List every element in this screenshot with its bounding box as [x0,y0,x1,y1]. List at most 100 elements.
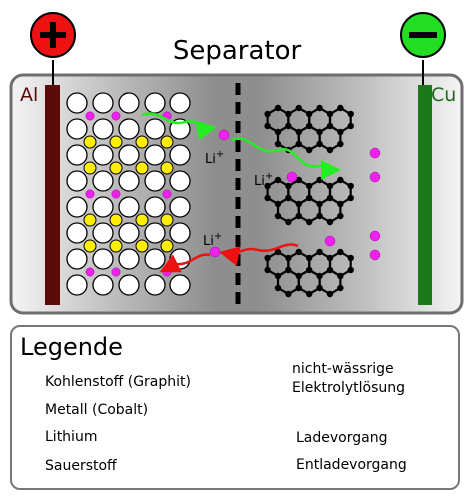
oxygen-atom [66,222,88,244]
lithium-atom [111,267,121,277]
carbon-atom [285,122,292,130]
legend-box [10,325,460,490]
carbon-atom [264,110,271,118]
li-ion-label: Li+ [254,171,274,189]
oxygen-atom [92,144,114,166]
oxygen-atom [118,144,140,166]
carbon-atom [347,182,354,190]
carbon-atom [347,110,354,118]
oxygen-atom [169,248,191,270]
carbon-atom [274,176,282,184]
carbon-atom [337,104,344,112]
cobalt-atom [135,135,149,149]
carbon-atom [316,200,323,208]
carbon-atom [264,194,271,202]
carbon-atom [326,254,334,262]
oxygen-atom [66,92,88,114]
legend-item-carbon: Kohlenstoff (Graphit) [45,374,191,390]
oxygen-atom [169,222,191,244]
carbon-atom [295,284,302,292]
carbon-atom [274,248,282,256]
oxygen-atom [92,196,114,218]
oxygen-atom [118,222,140,244]
carbon-atom [305,254,313,262]
carbon-atom [337,176,344,184]
carbon-atom [337,128,344,136]
carbon-atom [264,266,271,274]
cobalt-atom [109,213,123,227]
oxygen-atom [118,274,140,296]
oxygen-atom [169,92,191,114]
cobalt-atom [160,135,174,149]
cobalt-atom [83,239,97,253]
carbon-atom [305,218,313,226]
cobalt-atom [135,161,149,175]
carbon-atom [316,140,323,148]
carbon-atom [274,200,282,208]
cobalt-atom [160,161,174,175]
cobalt-atom [109,161,123,175]
carbon-atom [264,254,271,262]
carbon-atom [295,128,302,136]
oxygen-atom [144,118,166,140]
oxygen-atom [118,170,140,192]
oxygen-atom [169,274,191,296]
carbon-atom [326,146,334,154]
carbon-atom [295,140,302,148]
li-ion-label: Li+ [205,149,225,167]
carbon-atom [316,284,323,292]
copper-label: Cu [431,84,457,106]
copper-collector [418,85,432,305]
cobalt-atom [160,239,174,253]
oxygen-atom [144,144,166,166]
separator-title: Separator [172,36,302,66]
carbon-atom [316,272,323,280]
oxygen-atom [92,248,114,270]
lithium-atom [85,189,95,199]
carbon-atom [316,212,323,220]
carbon-atom [347,266,354,274]
oxygen-atom [66,118,88,140]
carbon-atom [305,290,313,298]
carbon-atom [305,194,313,202]
carbon-atom [337,212,344,220]
lithium-atom [111,111,121,121]
oxygen-atom [118,118,140,140]
legend-electrolyte-line1: nicht-wässrige [292,361,394,377]
oxygen-atom [144,274,166,296]
carbon-atom [337,140,344,148]
carbon-atom [347,122,354,130]
carbon-atom [305,110,313,118]
cobalt-atom [109,239,123,253]
carbon-atom [295,212,302,220]
carbon-atom [285,266,292,274]
charge-arrow-1 [141,112,217,141]
legend-item-lithium: Lithium [45,429,98,445]
lithium-ions [209,129,381,261]
carbon-atom [274,140,282,148]
oxygen-atom [118,248,140,270]
lithium-atom [111,189,121,199]
carbon-atom [316,176,323,184]
carbon-atom [305,146,313,154]
oxygen-atom [92,274,114,296]
cobalt-atom [83,161,97,175]
carbon-atom [337,284,344,292]
oxygen-atom [144,92,166,114]
cobalt-atom [83,213,97,227]
carbon-atom [274,104,282,112]
carbon-atom [285,254,292,262]
carbon-atom [326,110,334,118]
oxygen-atom [118,92,140,114]
carbon-atom [285,194,292,202]
cobalt-atom [160,213,174,227]
minus-terminal-icon [400,12,446,58]
oxygen-atom [66,196,88,218]
oxygen-atom [144,222,166,244]
carbon-atom [326,182,334,190]
legend-discharge: Entladevorgang [296,457,407,473]
legend-item-oxygen: Sauerstoff [45,458,117,474]
legend-title: Legende [20,333,123,361]
oxygen-atom [92,170,114,192]
